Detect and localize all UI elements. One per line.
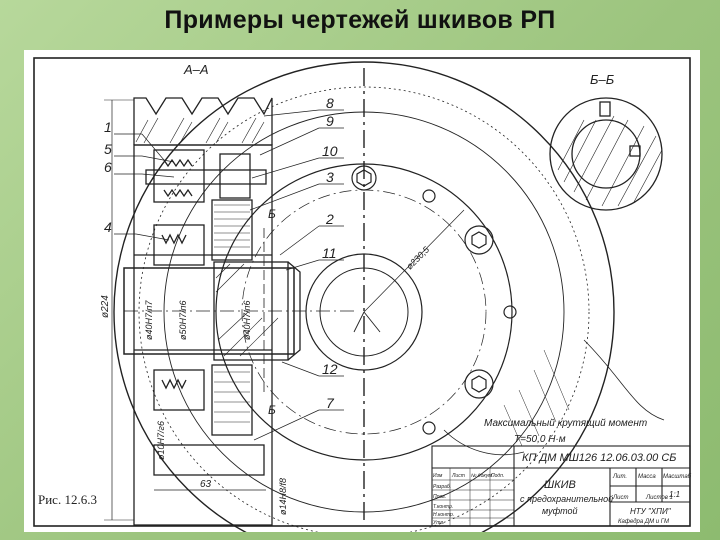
tb-header-scale: Масштаб	[663, 474, 692, 480]
dim-bore-right: ø40Н7/п6	[242, 301, 252, 340]
tb-header-mass: Масса	[638, 474, 656, 480]
dim-outer-diameter: ø224	[100, 295, 111, 318]
callout-4: 4	[104, 219, 112, 235]
callout-12: 12	[322, 361, 338, 377]
figure-caption: Рис. 12.6.3	[38, 492, 97, 507]
callout-8: 8	[326, 95, 334, 111]
section-mark-b-lower: Б	[268, 403, 276, 417]
tb-name-line2: с предохранительной	[520, 494, 613, 504]
tb-header-lit: Лит.	[612, 474, 627, 480]
svg-text:Изм: Изм	[433, 473, 443, 479]
drawing-sheet: 1 5 6 4 8 9 10 3 2 11 12 7 А–А Б Б ø224 …	[24, 50, 700, 532]
tb-scale-value: 1:1	[669, 490, 680, 499]
section-bb-label: Б–Б	[590, 72, 615, 87]
technical-drawing: 1 5 6 4 8 9 10 3 2 11 12 7 А–А Б Б ø224 …	[33, 57, 692, 532]
dim-pin-fit: ø10Н7/г6	[156, 421, 166, 460]
tb-sheet: Лист	[612, 495, 628, 501]
svg-text:Подп.: Подп.	[491, 473, 504, 479]
svg-text:Н.контр.: Н.контр.	[433, 512, 454, 518]
callout-2: 2	[325, 211, 334, 227]
svg-text:Разраб.: Разраб.	[433, 484, 451, 490]
drawing-frame	[33, 57, 691, 527]
torque-note-line1: Максимальный крутящий момент	[484, 418, 647, 429]
callout-6: 6	[104, 159, 112, 175]
dim-bore-mid: ø50Н7/п6	[178, 301, 188, 340]
callout-7: 7	[326, 395, 335, 411]
callout-numbers: 1 5 6 4 8 9 10 3 2 11 12 7	[104, 95, 338, 411]
callout-10: 10	[322, 143, 338, 159]
dim-bore-left: ø40Н7/п7	[144, 300, 154, 340]
callout-3: 3	[326, 169, 334, 185]
callout-leaders	[114, 109, 344, 441]
title-block	[431, 445, 691, 527]
svg-text:Т.контр.: Т.контр.	[433, 504, 453, 510]
front-view	[113, 61, 665, 532]
svg-text:Утв.: Утв.	[433, 520, 444, 526]
svg-text:№ докум.: № докум.	[471, 473, 493, 479]
tb-org-line1: НТУ "ХПИ"	[630, 507, 672, 516]
tb-columns: Изм Лист № докум. Подп. Разраб. Пров. Т.…	[433, 473, 504, 526]
front-view-hatch	[503, 349, 570, 447]
section-aa-view	[104, 68, 365, 526]
tb-designation: КП ДМ МШ126 12.06.03.00 СБ	[522, 452, 676, 464]
tb-name-line1: ШКИВ	[544, 479, 576, 491]
slide-title: Примеры чертежей шкивов РП	[164, 6, 556, 34]
section-bb-view	[549, 97, 663, 211]
section-aa-label: А–А	[183, 62, 209, 77]
callout-11: 11	[322, 245, 337, 261]
dim-width: 63	[200, 479, 212, 490]
tb-sheets: Листов 1	[645, 495, 673, 501]
section-mark-b-upper: Б	[268, 207, 276, 221]
tb-org-line2: Кафедра ДМ и ГМ	[618, 519, 669, 525]
tb-name-line3: муфтой	[542, 506, 578, 516]
svg-text:Лист: Лист	[451, 473, 465, 479]
dim-bolt-circle: ø230,5	[404, 244, 432, 272]
callout-1: 1	[104, 119, 112, 135]
svg-text:Пров.: Пров.	[433, 494, 446, 500]
callout-5: 5	[104, 141, 112, 157]
dim-bottom-fit: ø14Н8/f8	[278, 478, 288, 515]
callout-9: 9	[326, 113, 334, 129]
torque-note-line2: Т=50,0 Н·м	[514, 434, 566, 445]
